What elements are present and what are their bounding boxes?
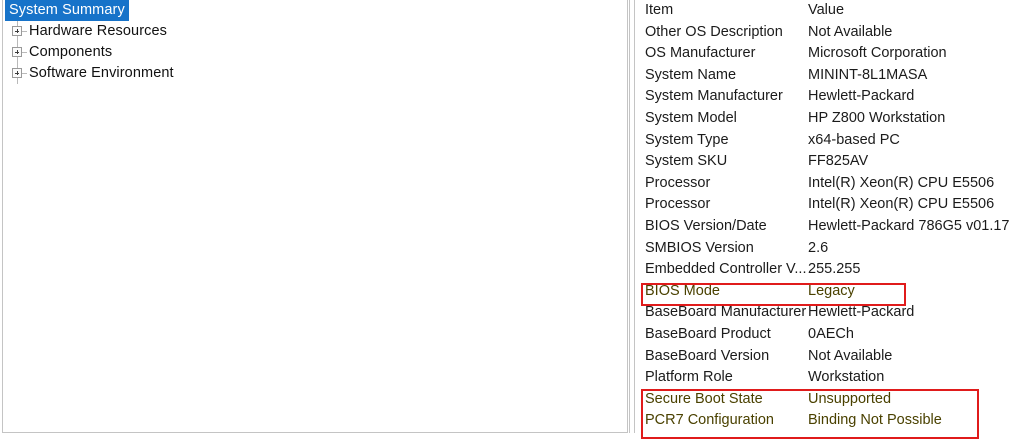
details-row-item: System SKU [645,153,728,170]
details-row[interactable]: Platform Role Workstation [636,367,1010,389]
details-row[interactable]: Processor Intel(R) Xeon(R) CPU E5506 [636,194,1010,216]
details-row-item: Processor [645,196,711,213]
details-row-value: 2.6 [808,239,829,256]
details-row-item: System Manufacturer [645,88,783,105]
tree-list: System Summary Hardware Resources Compon… [3,0,627,84]
expand-plus-icon[interactable] [9,42,27,63]
details-row-value: Microsoft Corporation [808,45,947,62]
details-row-value: FF825AV [808,153,869,170]
details-row[interactable]: Processor Intel(R) Xeon(R) CPU E5506 [636,173,1010,195]
details-row[interactable]: OS Manufacturer Microsoft Corporation [636,43,1010,65]
column-header-value: Value [808,2,845,18]
details-row-value: HP Z800 Workstation [808,109,946,126]
details-row-item: Processor [645,174,711,191]
details-row[interactable]: BIOS Version/Date Hewlett-Packard 786G5 v… [636,216,1010,238]
details-row[interactable]: SMBIOS Version 2.6 [636,238,1010,260]
tree-item-software-environment-label: Software Environment [29,65,174,81]
details-row[interactable]: Embedded Controller V...255.255 [636,259,1010,281]
details-row-item: BIOS Version/Date [645,217,767,234]
details-row-item: BIOS Mode [645,282,720,299]
details-row-value: 0AECh [808,325,854,342]
details-row-item: Secure Boot State [645,390,763,407]
tree-item-system-summary[interactable]: System Summary [3,0,627,21]
tree-item-software-environment[interactable]: Software Environment [3,63,627,84]
panel-divider[interactable] [629,0,630,433]
details-row[interactable]: Secure Boot State Unsupported [636,389,1010,411]
details-row[interactable]: BIOS Mode Legacy [636,281,1010,303]
details-row-value: Not Available [808,347,893,364]
tree-item-components-label: Components [29,44,113,60]
details-row-item: System Type [645,131,729,148]
details-row[interactable]: System Type x64-based PC [636,130,1010,152]
details-row-item: System Model [645,109,737,126]
details-row[interactable]: BaseBoard Product 0AECh [636,324,1010,346]
details-row-item: Platform Role [645,369,733,386]
details-row-item: OS Manufacturer [645,45,756,62]
tree-item-hardware-resources-label: Hardware Resources [29,23,167,39]
details-row-value: Unsupported [808,390,892,407]
details-row[interactable]: Other OS Description Not Available [636,22,1010,44]
expand-plus-icon[interactable] [9,63,27,84]
details-row-value: Workstation [808,369,885,386]
details-row-value: Intel(R) Xeon(R) CPU E5506 [808,196,995,213]
details-row-item: BaseBoard Manufacturer [645,304,807,321]
details-header-row[interactable]: Item Value [636,0,1010,22]
expand-plus-icon[interactable] [9,21,27,42]
tree-item-hardware-resources[interactable]: Hardware Resources [3,21,627,42]
details-row-item: Embedded Controller V... [645,261,807,278]
details-row[interactable]: System Model HP Z800 Workstation [636,108,1010,130]
details-row-value: x64-based PC [808,131,900,148]
tree-item-components[interactable]: Components [3,42,627,63]
details-row-item: BaseBoard Product [645,325,771,342]
details-row-value: Legacy [808,282,855,299]
details-row[interactable]: System Name MININT-8L1MASA [636,65,1010,87]
details-row[interactable]: System SKU FF825AV [636,151,1010,173]
details-row-value: Hewlett-Packard [808,88,915,105]
tree-item-system-summary-label: System Summary [5,0,129,21]
details-row-item: SMBIOS Version [645,239,754,256]
details-row-item: PCR7 Configuration [645,412,774,429]
details-row-value: Not Available [808,23,893,40]
details-row[interactable]: System Manufacturer Hewlett-Packard [636,86,1010,108]
details-row[interactable]: PCR7 Configuration Binding Not Possible [636,410,1010,432]
details-row-item: Other OS Description [645,23,783,40]
details-row[interactable]: BaseBoard Version Not Available [636,346,1010,368]
panel-divider-secondary[interactable] [634,0,635,433]
column-header-item: Item [645,2,674,18]
details-row-value: Binding Not Possible [808,412,942,429]
details-row-item: System Name [645,66,737,83]
details-row-value: Hewlett-Packard 786G5 v01.17, 8/ [808,217,1010,234]
details-row-value: Hewlett-Packard [808,304,915,321]
details-row-item: BaseBoard Version [645,347,770,364]
details-row-value: 255.255 [808,261,861,278]
details-row-value: MININT-8L1MASA [808,66,928,83]
system-summary-tree-panel[interactable]: System Summary Hardware Resources Compon… [2,0,628,433]
details-row-value: Intel(R) Xeon(R) CPU E5506 [808,174,995,191]
